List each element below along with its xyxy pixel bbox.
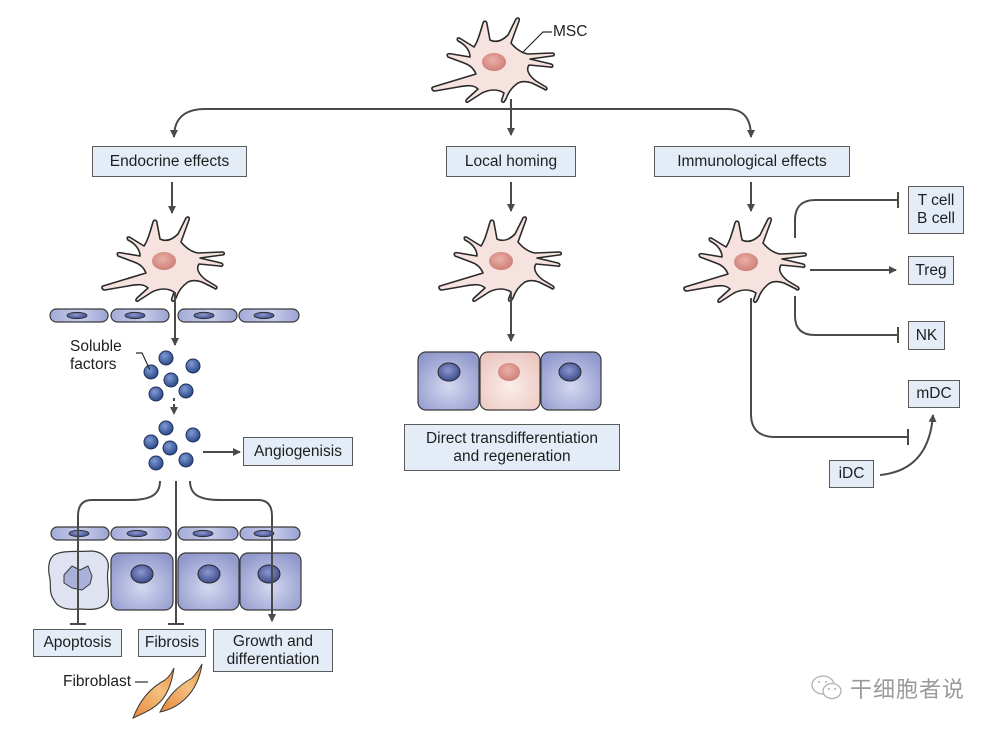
local-homing-box: Local homing [446,146,576,177]
nk-label: NK [915,326,938,344]
fibroblast-label: Fibroblast [63,673,132,690]
apoptosis-label: Apoptosis [43,634,112,651]
transdifferentiation-line-2: and regeneration [453,447,571,465]
endothelial-layer-bottom [50,526,301,541]
soluble-factors-label: Soluble factors [70,338,122,374]
soluble-factors-line-2: factors [70,356,117,373]
transdifferentiation-box: Direct transdifferentiation and regenera… [404,424,620,471]
immunological-effects-title: Immunological effects [677,152,827,170]
homing-msc-cell [438,216,563,303]
growth-label-line-1: Growth and [232,632,314,650]
growth-label-line-2: differentiation [226,650,320,668]
soluble-factors-cluster-2 [143,420,201,471]
soluble-factors-cluster-1 [143,350,201,402]
immunological-effects-box: Immunological effects [654,146,850,177]
regeneration-cells [417,351,602,411]
fibroblast-cells [132,663,203,719]
endocrine-effects-title: Endocrine effects [109,152,230,170]
treg-label: Treg [915,261,947,279]
idc-box: iDC [829,460,874,488]
mdc-box: mDC [908,380,960,408]
fibrosis-box: Fibrosis [138,629,206,657]
msc-root-cell [431,17,556,104]
angiogenesis-label: Angiogenisis [254,442,342,460]
soluble-factors-line-1: Soluble [70,338,122,355]
idc-label: iDC [838,465,865,482]
endothelial-layer-top [49,308,300,323]
local-homing-title: Local homing [464,152,558,170]
t-cell-label: T cell [917,192,955,209]
apoptosis-box: Apoptosis [33,629,122,657]
msc-label: MSC [553,23,588,40]
endocrine-msc-cell [101,216,226,303]
soluble-factors-leader [136,352,151,371]
overlay-paths [77,500,276,624]
wechat-icon [811,675,842,700]
immuno-msc-cell [683,217,808,304]
immuno-paths [750,192,937,476]
nk-box: NK [908,321,945,350]
growth-differentiation-box: Growth and differentiation [213,629,333,672]
b-cell-label: B cell [917,210,955,227]
watermark: 干细胞者说 [810,672,965,704]
tissue-cells-endocrine [48,550,302,611]
transdifferentiation-line-1: Direct transdifferentiation [425,429,599,447]
fibrosis-label: Fibrosis [144,634,200,651]
msc-label-leader [521,31,552,54]
endocrine-effects-box: Endocrine effects [92,146,247,177]
watermark-text: 干细胞者说 [850,678,966,703]
top-branch-arrows [170,99,755,138]
t-b-cell-box: T cell B cell [908,186,964,234]
mdc-label: mDC [916,385,952,402]
angiogenesis-box: Angiogenisis [243,437,353,466]
treg-box: Treg [908,256,954,285]
